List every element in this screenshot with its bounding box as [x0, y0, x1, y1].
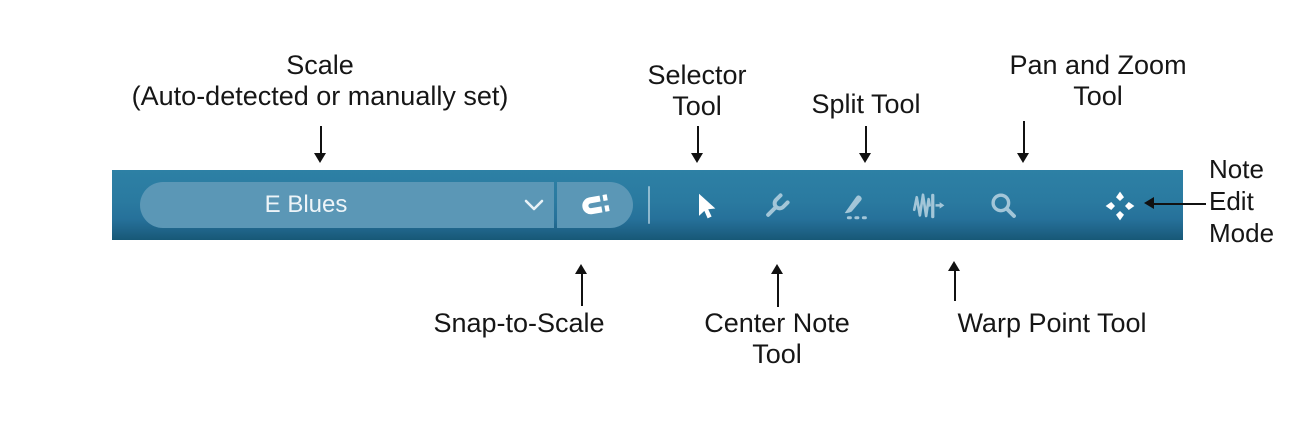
- pan-zoom-annotation-arrow: [1017, 121, 1030, 163]
- snap-to-scale-button[interactable]: [557, 182, 633, 228]
- center-note-annotation-arrow: [771, 264, 784, 307]
- toolbar: E Blues: [112, 170, 1183, 240]
- pan-zoom-annotation-line2: Tool: [1073, 81, 1123, 111]
- move-arrows-icon: [1105, 191, 1135, 221]
- center-note-annotation-label: Center Note Tool: [704, 308, 850, 370]
- knife-dashed-icon: [844, 195, 867, 220]
- warp-annotation-label: Warp Point Tool: [957, 308, 1147, 338]
- note-edit-annotation-arrow: [1144, 197, 1206, 210]
- note-edit-annotation-line3: Mode: [1209, 218, 1275, 248]
- selector-annotation-label: Selector Tool: [647, 60, 746, 122]
- note-edit-mode-button[interactable]: [1098, 184, 1142, 228]
- scale-dropdown[interactable]: E Blues: [140, 182, 554, 228]
- center-note-annotation-line2: Tool: [752, 339, 802, 369]
- warp-point-tool-button[interactable]: [906, 184, 950, 228]
- center-note-annotation-line1: Center Note: [704, 308, 850, 338]
- selector-annotation-arrow: [691, 126, 704, 163]
- snap-annotation-arrow: [575, 264, 588, 306]
- waveform-arrow-icon: [912, 193, 945, 219]
- pan-zoom-tool-button[interactable]: [982, 184, 1026, 228]
- pan-zoom-annotation-line1: Pan and Zoom: [1009, 50, 1187, 80]
- center-note-tool-button[interactable]: [755, 184, 799, 228]
- selector-annotation-line2: Tool: [672, 91, 722, 121]
- selector-tool-button[interactable]: [684, 184, 728, 228]
- magnifier-icon: [991, 193, 1016, 218]
- note-edit-annotation-line1: Note: [1209, 154, 1264, 184]
- split-annotation-arrow: [859, 126, 872, 163]
- tuning-fork-icon: [766, 193, 790, 217]
- chevron-down-icon: [524, 199, 544, 211]
- note-edit-annotation-line2: Edit: [1209, 186, 1254, 216]
- toolbar-divider: [648, 186, 650, 224]
- scale-annotation-line2: (Auto-detected or manually set): [131, 81, 509, 111]
- scale-annotation-line1: Scale: [286, 50, 354, 80]
- cursor-icon: [699, 193, 716, 219]
- scale-annotation-arrow: [314, 126, 327, 163]
- scale-dropdown-value: E Blues: [264, 191, 348, 218]
- magnet-icon: [582, 194, 610, 215]
- warp-annotation-arrow: [948, 261, 961, 301]
- note-edit-annotation-label: Note Edit Mode: [1209, 153, 1274, 249]
- pan-zoom-annotation-label: Pan and Zoom Tool: [1009, 50, 1186, 112]
- split-annotation-label: Split Tool: [811, 89, 921, 119]
- selector-annotation-line1: Selector: [647, 60, 747, 90]
- split-tool-button[interactable]: [833, 184, 877, 228]
- scale-annotation-label: Scale (Auto-detected or manually set): [132, 50, 509, 112]
- snap-annotation-label: Snap-to-Scale: [433, 308, 605, 338]
